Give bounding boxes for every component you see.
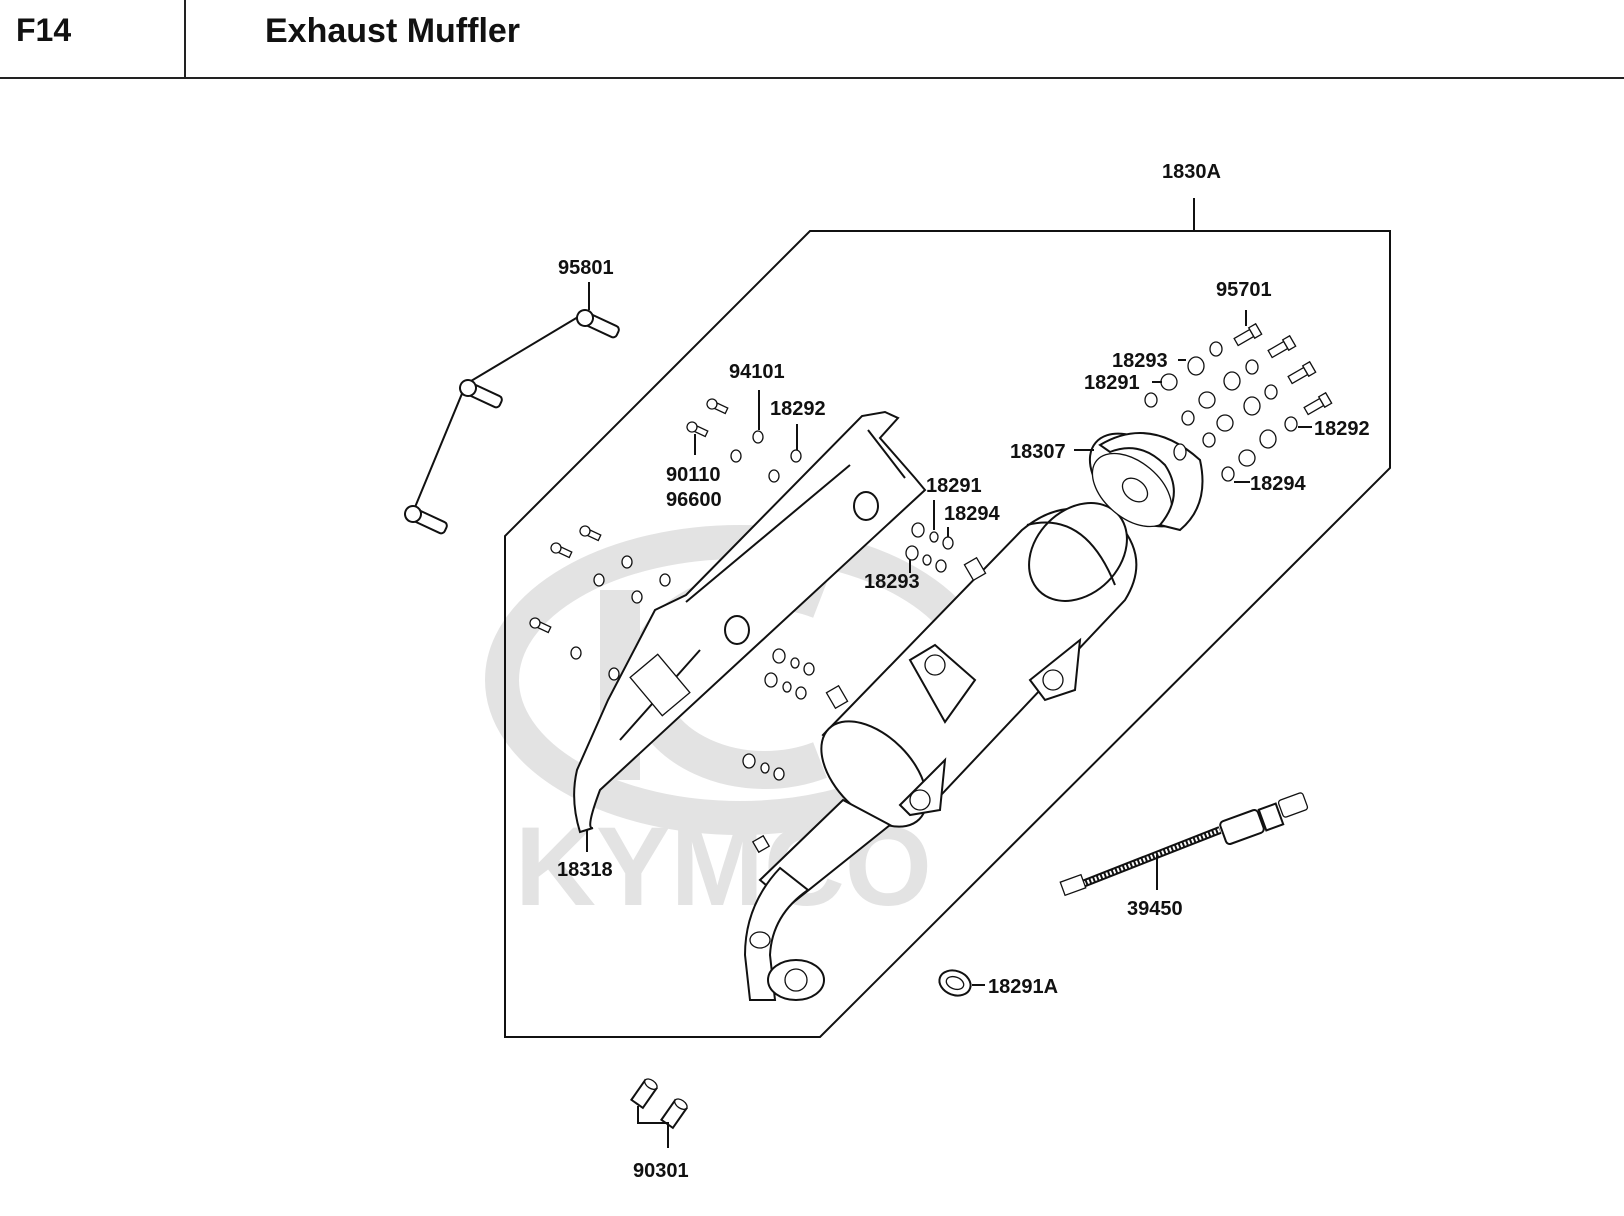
screw-icon [579,525,602,542]
callout-95701[interactable]: 95701 [1216,279,1272,301]
callout-18307[interactable]: 18307 [1010,441,1066,463]
callout-18318[interactable]: 18318 [557,859,613,881]
callout-1830A[interactable]: 1830A [1162,161,1221,183]
bushings-mid-group[interactable] [742,522,954,781]
callout-95801[interactable]: 95801 [558,257,614,279]
bolt-95801-group[interactable] [402,307,621,536]
callout-39450[interactable]: 39450 [1127,898,1183,920]
header-rule [0,77,1624,79]
screw-icon [706,398,729,415]
screws-90110-group[interactable] [528,397,729,634]
callout-18294-right[interactable]: 18294 [1250,473,1306,495]
callout-90110[interactable]: 90110 [666,464,721,486]
callout-18292-right[interactable]: 18292 [1314,418,1370,440]
washers-left-group[interactable] [570,430,802,681]
nuts-90301-group[interactable] [629,1077,689,1148]
callout-18291A[interactable]: 18291A [988,976,1058,998]
screw-icon [686,421,709,438]
gasket-18291A[interactable] [936,966,974,999]
callout-18291-mid[interactable]: 18291 [926,475,982,497]
callout-18292-left[interactable]: 18292 [770,398,826,420]
callout-18293-right[interactable]: 18293 [1112,350,1168,372]
header-divider [184,0,186,78]
screw-icon [529,617,552,634]
muffler-body[interactable] [743,483,1147,1001]
bolt-icon [459,379,503,409]
page-title: Exhaust Muffler [265,12,521,50]
assembly-boundary [504,230,1391,1038]
callout-18291-right[interactable]: 18291 [1084,372,1140,394]
callout-18294-mid[interactable]: 18294 [944,503,1000,525]
callout-96600[interactable]: 96600 [666,489,722,511]
bolt-icon [404,505,448,535]
end-cap-18307[interactable] [1072,415,1207,545]
callout-18293-mid[interactable]: 18293 [864,571,920,593]
callout-90301[interactable]: 90301 [633,1160,689,1182]
bolt-icon [576,309,620,339]
callout-94101[interactable]: 94101 [729,361,785,383]
oxygen-sensor-39450[interactable] [1059,792,1309,897]
page-header: F14 Exhaust Muffler [0,0,1624,79]
screw-icon [550,542,573,559]
fasteners-right-group[interactable] [1144,322,1333,482]
section-code: F14 [16,12,72,48]
